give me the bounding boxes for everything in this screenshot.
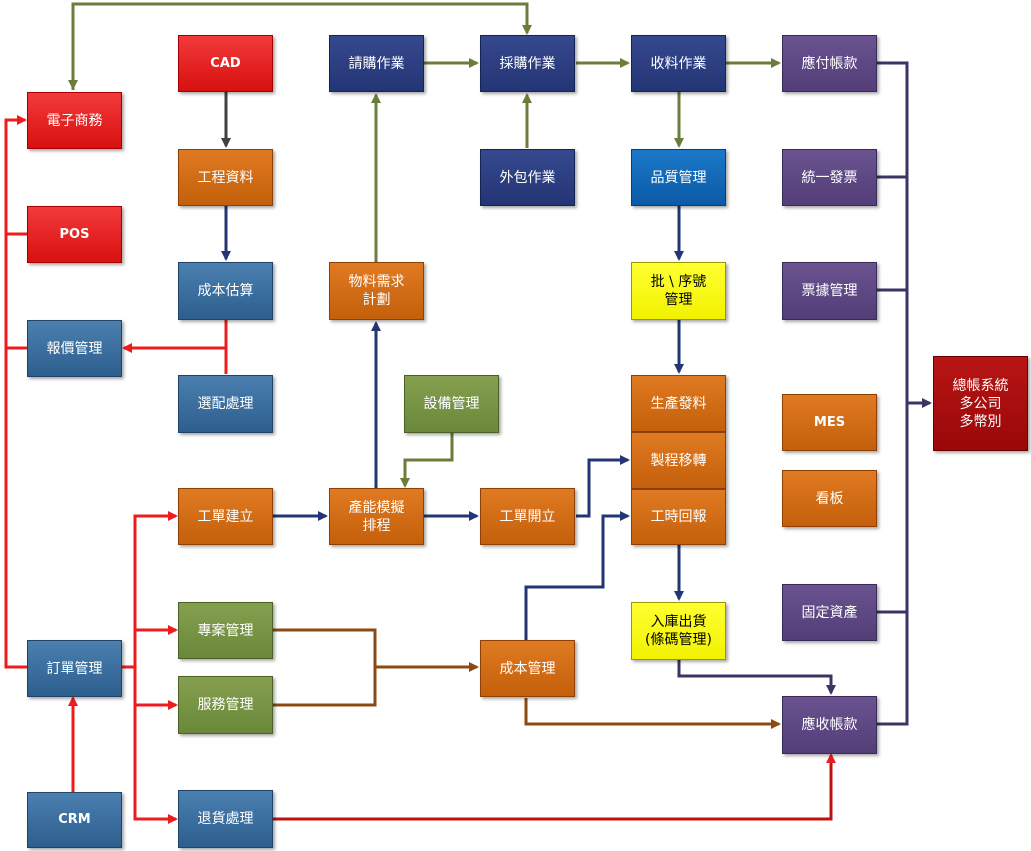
edge-order-to-service bbox=[133, 667, 178, 710]
edge-project-to-cost bbox=[273, 628, 479, 672]
edge-engineering-loop bbox=[71, 2, 532, 90]
node-receivable[interactable]: 應收帳款 bbox=[782, 696, 877, 754]
node-fixed-assets[interactable]: 固定資產 bbox=[782, 584, 877, 641]
node-receiving[interactable]: 收料作業 bbox=[631, 35, 726, 92]
node-purchase[interactable]: 採購作業 bbox=[480, 35, 575, 92]
node-configurator[interactable]: 選配處理 bbox=[178, 375, 273, 433]
node-warehousing[interactable]: 入庫出貨 (條碼管理) bbox=[631, 602, 726, 660]
node-ecommerce[interactable]: 電子商務 bbox=[27, 92, 122, 149]
edge-equipment-to-capacity bbox=[400, 433, 454, 488]
edge-order-to-returns bbox=[133, 705, 178, 824]
edge-wo-open-to-transfer bbox=[576, 455, 630, 518]
node-invoice[interactable]: 統一發票 bbox=[782, 149, 877, 206]
node-cad[interactable]: CAD bbox=[178, 35, 273, 92]
node-project[interactable]: 專案管理 bbox=[178, 602, 273, 659]
node-pos[interactable]: POS bbox=[27, 206, 122, 263]
node-kanban[interactable]: 看板 bbox=[782, 470, 877, 527]
node-process-transfer[interactable]: 製程移轉 bbox=[631, 432, 726, 489]
node-cost-mgmt[interactable]: 成本管理 bbox=[480, 640, 575, 697]
node-requisition[interactable]: 請購作業 bbox=[329, 35, 424, 92]
node-work-order-create[interactable]: 工單建立 bbox=[178, 488, 273, 545]
node-labor-report[interactable]: 工時回報 bbox=[631, 489, 726, 545]
edge-warehousing-to-receivable bbox=[677, 660, 836, 695]
edge-ledger-bus bbox=[877, 61, 909, 726]
node-cost-estimate[interactable]: 成本估算 bbox=[178, 262, 273, 320]
edge-service-to-cost bbox=[273, 667, 377, 707]
node-general-ledger[interactable]: 總帳系統 多公司 多幣別 bbox=[933, 356, 1028, 451]
node-quote[interactable]: 報價管理 bbox=[27, 320, 122, 377]
node-quality[interactable]: 品質管理 bbox=[631, 149, 726, 206]
edge-cost-to-receivable bbox=[524, 698, 781, 729]
node-equipment[interactable]: 設備管理 bbox=[404, 375, 499, 433]
node-outsourcing[interactable]: 外包作業 bbox=[480, 149, 575, 206]
node-mrp[interactable]: 物料需求 計劃 bbox=[329, 262, 424, 320]
node-payable[interactable]: 應付帳款 bbox=[782, 35, 877, 92]
edge-cost-to-labor bbox=[524, 511, 630, 640]
node-crm[interactable]: CRM bbox=[27, 792, 122, 848]
node-work-order-open[interactable]: 工單開立 bbox=[480, 488, 575, 545]
node-mes[interactable]: MES bbox=[782, 394, 877, 451]
node-vouchers[interactable]: 票據管理 bbox=[782, 262, 877, 320]
node-engineering[interactable]: 工程資料 bbox=[178, 149, 273, 206]
node-returns[interactable]: 退貨處理 bbox=[178, 790, 273, 848]
node-service[interactable]: 服務管理 bbox=[178, 676, 273, 734]
edge-returns-to-receivable bbox=[273, 753, 836, 821]
edge-order-to-ecommerce bbox=[4, 115, 27, 669]
edge-order-bus bbox=[121, 511, 178, 669]
edge-config-to-quote bbox=[124, 320, 228, 374]
node-capacity[interactable]: 產能模擬 排程 bbox=[329, 488, 424, 545]
node-order[interactable]: 訂單管理 bbox=[27, 640, 122, 697]
node-lot-serial[interactable]: 批 \ 序號 管理 bbox=[631, 262, 726, 320]
node-material-issue[interactable]: 生產發料 bbox=[631, 375, 726, 432]
